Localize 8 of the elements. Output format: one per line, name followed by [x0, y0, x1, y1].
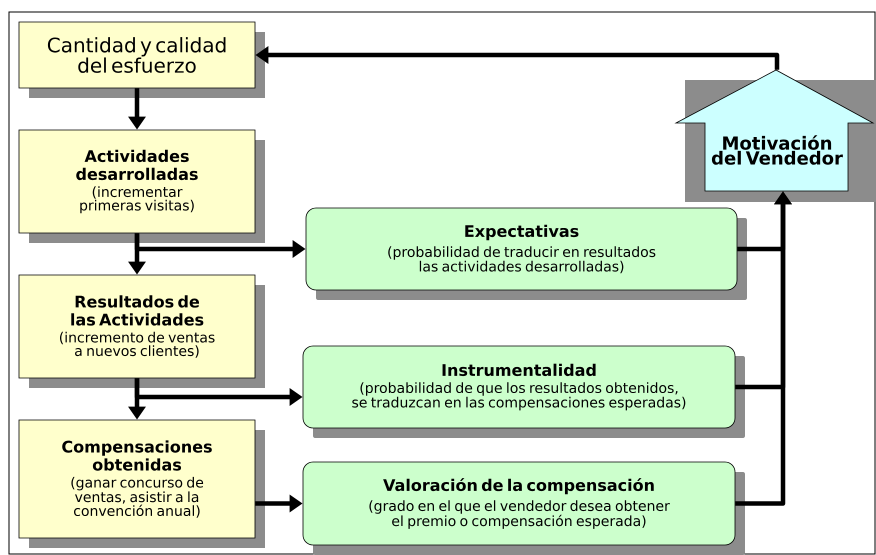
process-box: Resultados de las Actividades (incremento de ventas a nuevos clientes) [18, 274, 265, 388]
process-box: Actividades desarrolladas (incrementar primeras visitas) [18, 130, 265, 243]
motivation-house: Motivación del Vendedor [674, 70, 876, 202]
rounded-box: Expectativas (probabilidad de traducir en resultados las actividades desarrolladas) [306, 208, 747, 300]
rounded-box: Valoración de la compensación (grado en el que el vendedor desea obtener el premio o compensación esperada) [302, 462, 745, 555]
process-box: Compensaciones obtenidas (ganar concurso de ventas, asistir a la convención anual) [18, 420, 265, 548]
process-box: Cantidad y calidad del esfuerzo [18, 22, 265, 98]
rounded-box: Instrumentalidad (probabilidad de que los resultados obtenidos, se traduzcan en las compensaciones esperadas) [302, 346, 745, 438]
